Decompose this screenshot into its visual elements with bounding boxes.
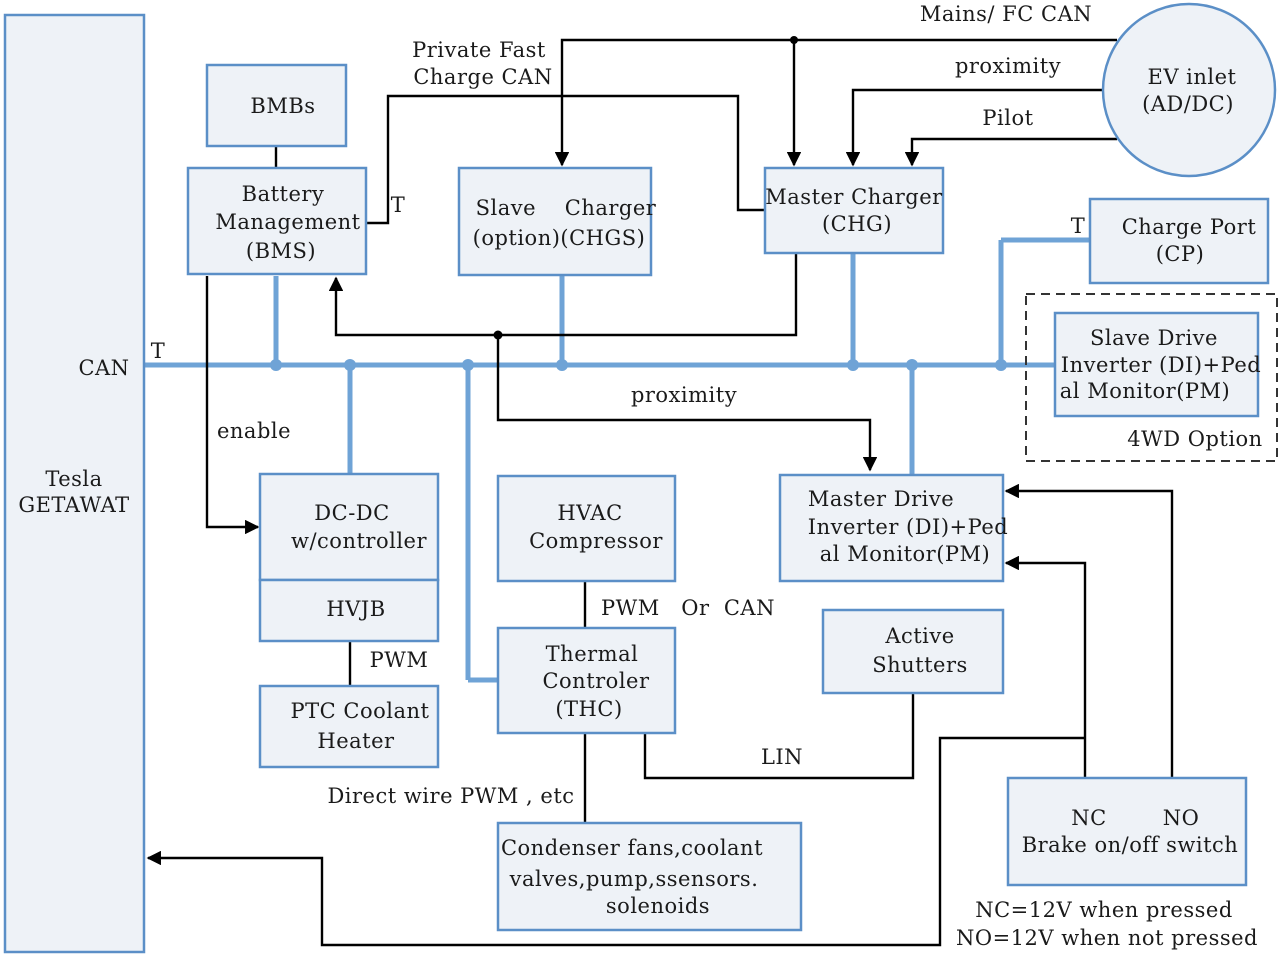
condenser-line3: solenoids	[606, 894, 710, 918]
master-drive-line2: Inverter (DI)+Ped	[808, 515, 1008, 539]
master-charger-line2: (CHG)	[822, 212, 892, 236]
slave-charger-line1: Slave Charger	[476, 196, 657, 220]
direct-wire-label: Direct wire PWM , etc	[327, 784, 574, 808]
bmbs-label: BMBs	[250, 94, 315, 118]
4wd-option-label: 4WD Option	[1127, 427, 1262, 451]
pwm-or-can-label: PWM Or CAN	[601, 596, 775, 620]
thc-line2: Controler	[542, 669, 650, 693]
ptc-line2: Heater	[317, 729, 395, 753]
note-no: NO=12V when not pressed	[956, 926, 1258, 950]
proximity-top-label: proximity	[955, 54, 1061, 78]
pwm-left-label: PWM	[370, 648, 429, 672]
bms-line3: (BMS)	[246, 239, 316, 263]
brake-switch-label: Brake on/off switch	[1022, 833, 1239, 857]
can-bus	[145, 237, 1090, 683]
bms-line2: Management	[215, 210, 360, 234]
private-can-label: Private Fast Charge CAN	[412, 38, 552, 89]
pilot-label: Pilot	[982, 106, 1033, 130]
hvac-box: HVAC Compressor	[496, 474, 677, 583]
master-drive-line1: Master Drive	[808, 487, 954, 511]
can-label: CAN	[78, 356, 129, 380]
hvjb-box: HVJB	[258, 578, 440, 643]
bms-box: Battery Management (BMS) T	[186, 166, 406, 276]
signal-wires	[146, 36, 1174, 947]
charge-port-line2: (CP)	[1156, 242, 1205, 266]
charge-port-line1: Charge Port	[1122, 215, 1257, 239]
dcdc-line1: DC-DC	[314, 501, 389, 525]
active-shutters-box: Active Shutters	[821, 608, 1005, 695]
slave-drive-line1: Slave Drive	[1090, 326, 1218, 350]
dcdc-box: DC-DC w/controller	[258, 472, 440, 582]
can-termination-label: T	[151, 339, 166, 363]
thc-box: Thermal Controler (THC)	[496, 626, 677, 735]
master-charger-box: Master Charger (CHG)	[763, 166, 945, 255]
bmbs-box: BMBs	[205, 63, 348, 148]
brake-no-label: NO	[1163, 806, 1200, 830]
private-can-line2: Charge CAN	[413, 65, 552, 89]
master-drive-line3: al Monitor(PM)	[820, 542, 990, 566]
shutters-line1: Active	[884, 624, 954, 648]
condenser-line1: Condenser fans,coolant	[501, 836, 763, 860]
gateway-line2: GETAWAT	[18, 493, 129, 517]
private-can-line1: Private Fast	[412, 38, 546, 62]
slave-drive-line3: al Monitor(PM)	[1060, 379, 1230, 403]
slave-charger-line2: (option)(CHGS)	[473, 226, 646, 250]
condenser-line2: valves,pump,ssensors.	[509, 867, 759, 891]
hvac-line1: HVAC	[557, 501, 622, 525]
ev-inlet-line1: EV inlet	[1148, 65, 1237, 89]
bms-termination-label: T	[391, 193, 406, 217]
master-drive-box: Master Drive Inverter (DI)+Ped al Monito…	[778, 473, 1008, 583]
mains-can-label: Mains/ FC CAN	[920, 2, 1092, 26]
note-nc: NC=12V when pressed	[975, 898, 1233, 922]
tesla-gateway: Tesla GETAWAT CAN T	[3, 13, 166, 954]
4wd-option-group: Slave Drive Inverter (DI)+Ped al Monitor…	[1025, 293, 1278, 462]
proximity-mid-label: proximity	[631, 383, 737, 407]
thc-line3: (THC)	[555, 697, 622, 721]
brake-nc-label: NC	[1071, 806, 1106, 830]
hvac-line2: Compressor	[529, 529, 663, 553]
lin-label: LIN	[761, 745, 803, 769]
ptc-heater-box: PTC Coolant Heater	[258, 684, 440, 769]
thc-line1: Thermal	[546, 642, 639, 666]
charge-port-termination-label: T	[1071, 214, 1086, 238]
ev-inlet: EV inlet (AD/DC)	[1101, 2, 1277, 178]
charge-port-box: Charge Port (CP) T	[1071, 197, 1270, 285]
condenser-box: Condenser fans,coolant valves,pump,ssens…	[496, 821, 803, 932]
brake-switch-box: NC NO Brake on/off switch	[1006, 776, 1248, 887]
hvjb-label: HVJB	[326, 597, 385, 621]
gateway-line1: Tesla	[45, 467, 102, 491]
ev-inlet-line2: (AD/DC)	[1142, 92, 1234, 116]
slave-charger-box: Slave Charger (option)(CHGS)	[457, 166, 657, 277]
bms-line1: Battery	[242, 182, 325, 206]
slave-drive-line2: Inverter (DI)+Ped	[1061, 353, 1261, 377]
dcdc-line2: w/controller	[291, 529, 427, 553]
enable-label: enable	[217, 419, 291, 443]
shutters-line2: Shutters	[872, 653, 968, 677]
ptc-line1: PTC Coolant	[291, 699, 430, 723]
master-charger-line1: Master Charger	[765, 185, 943, 209]
